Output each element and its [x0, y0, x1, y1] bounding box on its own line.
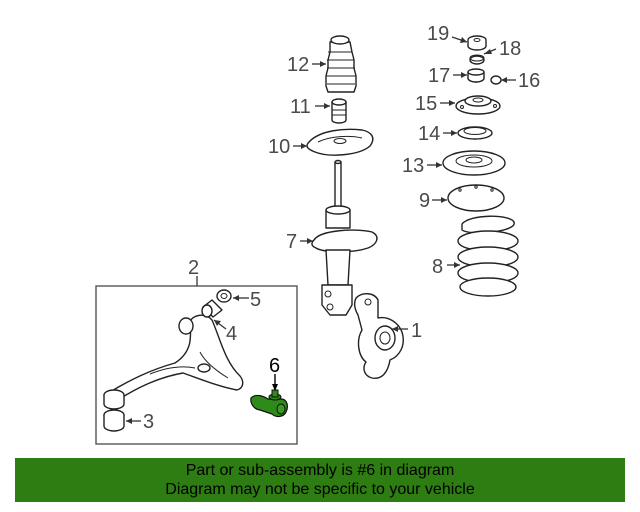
bumper-part-11[interactable] — [331, 98, 347, 124]
nut-part-19[interactable] — [467, 35, 487, 51]
info-banner: Part or sub-assembly is #6 in diagram Di… — [15, 458, 625, 502]
callout-16[interactable]: 16 — [518, 70, 540, 92]
strut-part-7[interactable] — [311, 159, 378, 316]
callout-12[interactable]: 12 — [287, 54, 309, 76]
nut-part-16[interactable] — [490, 75, 502, 85]
callout-2[interactable]: 2 — [188, 257, 199, 279]
parts-diagram: 2 3 4 5 6 — [95, 23, 540, 445]
callout-3[interactable]: 3 — [143, 411, 154, 433]
callout-10[interactable]: 10 — [268, 136, 290, 158]
banner-line-1: Part or sub-assembly is #6 in diagram — [185, 462, 455, 479]
callout-15[interactable]: 15 — [415, 93, 437, 115]
spring-seat-part-13[interactable] — [442, 150, 506, 176]
callout-19[interactable]: 19 — [427, 23, 449, 45]
callout-6[interactable]: 6 — [269, 355, 280, 377]
callout-4[interactable]: 4 — [226, 323, 237, 345]
knuckle-part-1[interactable] — [353, 293, 404, 379]
bushing-part-4[interactable] — [201, 299, 223, 318]
callout-14[interactable]: 14 — [418, 123, 440, 145]
callout-9[interactable]: 9 — [419, 190, 430, 212]
insulator-part-9[interactable] — [447, 184, 505, 212]
ball-joint-part-6[interactable] — [250, 389, 288, 418]
bushing-part-17[interactable] — [467, 68, 485, 83]
callout-7[interactable]: 7 — [286, 231, 297, 253]
banner-line-2: Diagram may not be specific to your vehi… — [165, 481, 475, 498]
bump-stop-part-12[interactable] — [325, 35, 357, 93]
callout-13[interactable]: 13 — [402, 155, 424, 177]
callout-11[interactable]: 11 — [290, 96, 311, 118]
coil-spring-part-8[interactable] — [457, 215, 519, 297]
callout-18[interactable]: 18 — [499, 38, 521, 60]
callout-17[interactable]: 17 — [428, 65, 450, 87]
bushing-part-3[interactable] — [103, 389, 125, 432]
washer-part-18[interactable] — [469, 54, 485, 65]
callout-1[interactable]: 1 — [411, 320, 422, 342]
mount-part-15[interactable] — [455, 95, 501, 115]
bushing-part-5[interactable] — [216, 289, 232, 303]
callout-8[interactable]: 8 — [432, 256, 443, 278]
insulator-part-10[interactable] — [306, 128, 374, 156]
lower-control-arm[interactable] — [109, 314, 244, 401]
bearing-part-14[interactable] — [457, 126, 493, 140]
callout-5[interactable]: 5 — [250, 289, 261, 311]
